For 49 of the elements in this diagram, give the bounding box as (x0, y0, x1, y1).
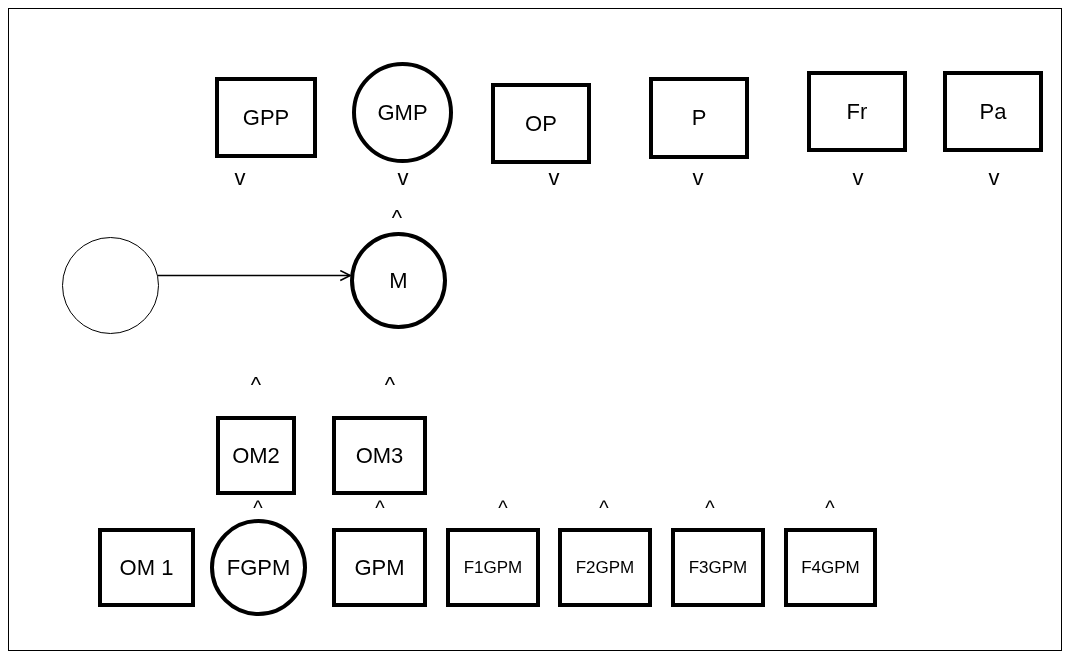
caret-mark: ^ (825, 498, 835, 518)
node-label: GMP (377, 99, 428, 126)
circle-node (210, 519, 307, 616)
caret-mark: ^ (705, 498, 715, 518)
caret-mark: ^ (391, 207, 403, 229)
process-box (649, 77, 749, 159)
process-box (98, 528, 195, 607)
caret-mark: ^ (384, 374, 396, 396)
process-box (332, 416, 427, 495)
caret-mark: v (548, 167, 560, 189)
node-label: OM 1 (119, 554, 174, 581)
process-box (332, 528, 427, 607)
process-box (491, 83, 591, 164)
caret-mark: v (397, 167, 409, 189)
node-label: F3GPM (688, 557, 748, 578)
caret-mark: ^ (599, 498, 609, 518)
node-label: M (389, 267, 408, 294)
node-label: GPM (354, 554, 405, 581)
node-label: Pa (979, 98, 1007, 125)
caret-mark: ^ (250, 374, 262, 396)
node-label: GPP (242, 104, 290, 131)
caret-mark: ^ (375, 498, 385, 518)
process-box (784, 528, 877, 607)
circle-node (350, 232, 447, 329)
caret-mark: v (988, 167, 1000, 189)
caret-mark: ^ (253, 498, 263, 518)
process-box (215, 77, 317, 158)
caret-mark: ^ (498, 498, 508, 518)
caret-mark: v (692, 167, 704, 189)
process-box (671, 528, 765, 607)
node-label: F2GPM (575, 557, 635, 578)
node-label: F4GPM (801, 557, 860, 578)
process-box (558, 528, 652, 607)
process-box (216, 416, 296, 495)
process-box (446, 528, 540, 607)
node-label: P (691, 105, 707, 131)
caret-mark: v (852, 167, 864, 189)
node-label: FGPM (226, 554, 291, 581)
empty-circle (62, 237, 159, 334)
process-box (943, 71, 1043, 152)
node-label: OM3 (355, 442, 404, 469)
node-label: OP (525, 110, 557, 137)
process-box (807, 71, 907, 152)
arrow (157, 269, 351, 282)
caret-mark: v (234, 167, 246, 189)
circle-node (352, 62, 453, 163)
node-label: F1GPM (463, 557, 523, 578)
node-label: Fr (846, 98, 868, 125)
node-label: OM2 (232, 442, 280, 469)
